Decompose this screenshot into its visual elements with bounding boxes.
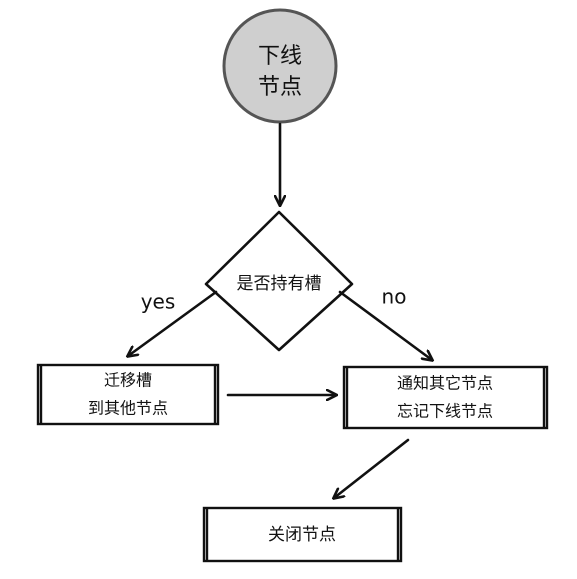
edge-label-no: no — [382, 285, 407, 309]
start-node: 下线 节点 — [222, 8, 338, 124]
notify-node-line2: 忘记下线节点 — [397, 402, 493, 421]
close-node-label: 关闭节点 — [268, 525, 336, 545]
edge-label-yes: yes — [141, 290, 176, 314]
notify-node-line1: 通知其它节点 — [397, 374, 493, 393]
close-node: 关闭节点 — [202, 506, 403, 563]
decision-node-label: 是否持有槽 — [237, 274, 322, 294]
migrate-node: 迁移槽 到其他节点 — [36, 363, 220, 426]
notify-node: 通知其它节点 忘记下线节点 — [342, 365, 549, 430]
edge-decision-to-notify — [338, 290, 432, 360]
start-node-line2: 节点 — [258, 75, 302, 100]
start-node-line1: 下线 — [258, 44, 302, 69]
migrate-node-line1: 迁移槽 — [104, 371, 152, 390]
migrate-node-line2: 到其他节点 — [88, 399, 168, 418]
edge-notify-to-close — [334, 438, 410, 498]
edge-decision-to-migrate — [128, 290, 218, 356]
decision-node: 是否持有槽 — [204, 210, 354, 352]
